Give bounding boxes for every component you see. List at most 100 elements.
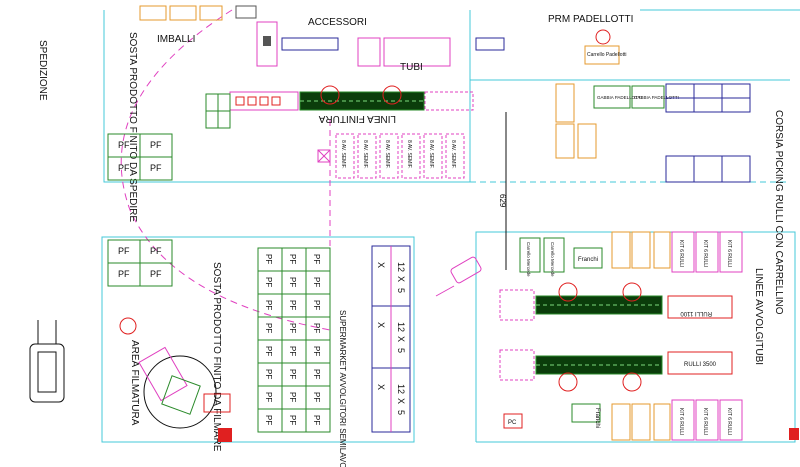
svg-text:Carrello Mercede: Carrello Mercede xyxy=(550,242,555,277)
svg-text:PF: PF xyxy=(150,140,162,150)
svg-text:KIT 6 RULLI: KIT 6 RULLI xyxy=(678,408,684,435)
linea-rulli-3500 xyxy=(499,349,733,392)
linee-avvolgitubi-label: LINEE AVVOLGITUBI xyxy=(753,268,764,365)
rulli-3500-text: RULLI 3500 xyxy=(684,362,717,368)
rulli-1100-text: RULLI 1100 xyxy=(680,310,712,316)
svg-text:PF: PF xyxy=(312,323,321,333)
svg-text:PF: PF xyxy=(312,392,321,402)
pc-text: PC xyxy=(508,420,517,426)
crossed-box xyxy=(317,149,331,163)
svg-text:X: X xyxy=(396,276,406,282)
svg-text:X: X xyxy=(376,384,386,390)
imballi-label: IMBALLI xyxy=(157,34,195,45)
svg-text:PF: PF xyxy=(118,163,130,173)
svg-text:PF: PF xyxy=(312,254,321,264)
carrello-column xyxy=(555,83,597,159)
room-outlines xyxy=(101,9,800,443)
svg-text:PF: PF xyxy=(150,269,162,279)
svg-text:PF: PF xyxy=(150,246,162,256)
svg-text:PF: PF xyxy=(118,246,130,256)
pc-box xyxy=(503,413,523,429)
svg-text:GABBIA PADELLOTTI: GABBIA PADELLOTTI xyxy=(634,95,679,100)
sosta-bottom-label: SOSTA PRODOTTO FINITO DA FILMARE xyxy=(211,262,222,452)
svg-text:PF: PF xyxy=(118,269,130,279)
svg-text:PF: PF xyxy=(312,346,321,356)
svg-text:PF: PF xyxy=(264,392,273,402)
franchi-box-top xyxy=(573,247,603,269)
svg-text:PF: PF xyxy=(312,415,321,425)
door-swing-arc xyxy=(120,9,331,331)
carrello-padellotti-pair-bottom xyxy=(611,403,671,441)
franchi-bottom-text: Franchi xyxy=(594,408,600,428)
svg-text:PF: PF xyxy=(150,163,162,173)
svg-text:5: 5 xyxy=(396,288,406,293)
svg-text:PF: PF xyxy=(288,300,297,310)
linea-finitura-label: LINEA FINITURA xyxy=(318,113,396,124)
svg-text:8 AV. SEMIF.: 8 AV. SEMIF. xyxy=(340,140,346,169)
picking-shelves xyxy=(665,83,751,183)
svg-text:KIT 6 RULLI: KIT 6 RULLI xyxy=(702,408,708,435)
svg-text:PF: PF xyxy=(312,277,321,287)
svg-text:PF: PF xyxy=(264,415,273,425)
svg-text:PF: PF xyxy=(264,323,273,333)
svg-text:12: 12 xyxy=(396,322,406,332)
operator-prm xyxy=(595,29,611,45)
svg-text:KIT 6 RULLI: KIT 6 RULLI xyxy=(726,240,732,267)
pf-grid-bottom-left: PF PF PF PF xyxy=(107,239,173,287)
fire-marker-left xyxy=(218,428,232,442)
svg-text:PF: PF xyxy=(118,140,130,150)
svg-text:PF: PF xyxy=(312,369,321,379)
imballi-racks xyxy=(139,5,257,21)
tool-cabinet xyxy=(256,21,278,67)
tool-cabinet-mark xyxy=(263,36,271,46)
svg-text:8 AV. SEMIF.: 8 AV. SEMIF. xyxy=(362,140,368,169)
svg-text:8 AV. SEMIF.: 8 AV. SEMIF. xyxy=(428,140,434,169)
franchi-top-text: Franchi xyxy=(578,257,598,263)
svg-text:PF: PF xyxy=(264,369,273,379)
franchi-box-bottom xyxy=(571,403,601,423)
svg-text:PF: PF xyxy=(288,346,297,356)
filmatura-machine xyxy=(119,317,231,429)
kit-rulli-bottom: KIT 6 RULLI KIT 6 RULLI KIT 6 RULLI xyxy=(671,399,743,441)
svg-text:PF: PF xyxy=(288,323,297,333)
pf-grid-main-labels: PF PF PF PF PF PF PF PF PF PF PF PF PF P… xyxy=(264,254,321,425)
semif-racks xyxy=(335,133,465,179)
svg-text:12: 12 xyxy=(396,262,406,272)
svg-text:KIT 6 RULLI: KIT 6 RULLI xyxy=(678,240,684,267)
svg-text:8 AV. SEMIF.: 8 AV. SEMIF. xyxy=(450,140,456,169)
svg-text:X: X xyxy=(376,322,386,328)
kit-rulli-top: KIT 6 RULLI KIT 6 RULLI KIT 6 RULLI xyxy=(671,231,743,273)
carrello-padellotti-box xyxy=(584,45,620,65)
svg-text:PF: PF xyxy=(264,277,273,287)
supermarket-label: SUPERMARKET AVVOLGITORI SEMILAVORATI xyxy=(338,310,347,467)
svg-text:GABBIA PADELLOTTI: GABBIA PADELLOTTI xyxy=(597,95,642,100)
svg-text:X: X xyxy=(396,336,406,342)
svg-text:PF: PF xyxy=(288,369,297,379)
svg-text:PF: PF xyxy=(288,392,297,402)
carrello-mercede: Carrello Mercede Carrello Mercede xyxy=(519,237,565,277)
accessori-label: ACCESSORI xyxy=(308,17,367,28)
svg-text:5: 5 xyxy=(396,348,406,353)
pf-grid-main xyxy=(257,247,331,433)
svg-text:8 AV. SEMIF.: 8 AV. SEMIF. xyxy=(406,140,412,169)
pf-grid-top: PF PF PF PF xyxy=(107,133,173,181)
carrello-padellotti-pair-top xyxy=(611,231,671,269)
svg-text:KIT 6 RULLI: KIT 6 RULLI xyxy=(702,240,708,267)
pink-forklift-icon xyxy=(435,256,482,297)
area-filmatura-label: AREA FILMATURA xyxy=(129,340,140,426)
carrello-padellotti-text: Carrello Padellotti xyxy=(587,52,626,58)
gabbia-padellotti: GABBIA PADELLOTTI GABBIA PADELLOTTI xyxy=(593,85,679,109)
svg-text:X: X xyxy=(376,262,386,268)
svg-text:X: X xyxy=(396,398,406,404)
prm-padellotti-label: PRM PADELLOTTI xyxy=(548,14,633,25)
svg-text:PF: PF xyxy=(264,254,273,264)
svg-text:PF: PF xyxy=(312,300,321,310)
spedizione-label: SPEDIZIONE xyxy=(37,40,48,101)
svg-text:Carrello Mercede: Carrello Mercede xyxy=(526,242,531,277)
svg-text:PF: PF xyxy=(264,300,273,310)
svg-text:PF: PF xyxy=(288,415,297,425)
forklift-icon xyxy=(29,320,65,403)
semif-labels: 8 AV. SEMIF. 8 AV. SEMIF. 8 AV. SEMIF. 8… xyxy=(340,140,456,169)
svg-text:5: 5 xyxy=(396,410,406,415)
